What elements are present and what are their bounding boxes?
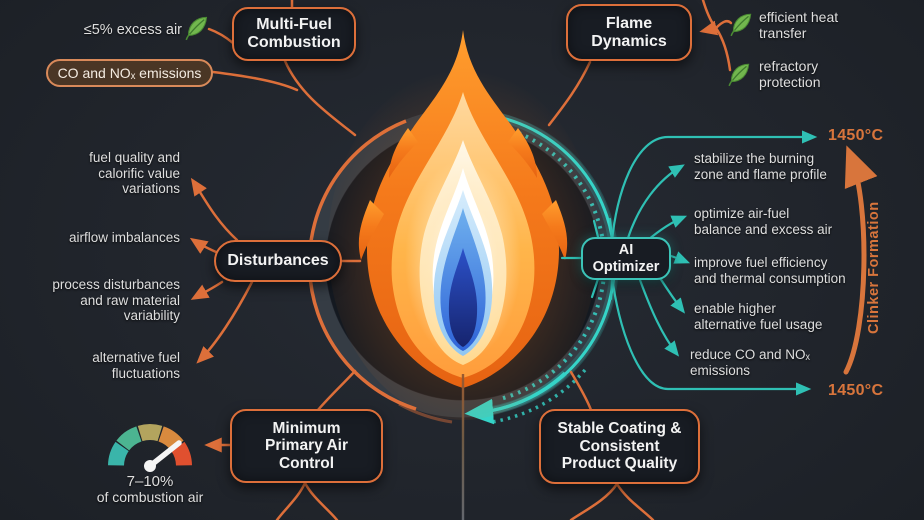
node-multi-fuel-combustion: Multi-Fuel Combustion <box>232 7 356 61</box>
divider-line <box>461 374 465 520</box>
leaf-icon <box>185 16 208 41</box>
item-line: calorific value <box>98 165 180 181</box>
item-line: enable higher <box>694 301 776 316</box>
benefit-refractory-protection: refractory protection <box>759 58 889 90</box>
node-label: AI <box>618 242 634 259</box>
benefit-line: protection <box>759 73 821 90</box>
item-line: airflow imbalances <box>68 230 180 245</box>
gauge-value: 7–10% <box>126 473 174 490</box>
item-line: stabilize the burning <box>694 151 815 166</box>
gauge-icon <box>108 424 192 472</box>
node-label: Consistent <box>579 437 660 455</box>
temperature-top: 1450°C <box>828 127 884 144</box>
item-line: fuel quality and <box>89 150 180 165</box>
node-minimum-primary-air-control: Minimum Primary Air Control <box>230 409 383 483</box>
item-line: alternative fuel <box>92 350 180 365</box>
node-flame-dynamics: Flame Dynamics <box>566 4 692 61</box>
ai-output-enable: enable higher alternative fuel usage <box>694 301 869 332</box>
item-line: balance and excess air <box>694 221 833 237</box>
node-label: Combustion <box>247 34 341 51</box>
gauge-needle <box>147 440 182 469</box>
disturbance-fuel-quality: fuel quality and calorific value variati… <box>30 150 180 197</box>
excess-air-label: ≤5% excess air <box>83 22 182 38</box>
emissions-pill: CO and NOₓ emissions <box>46 59 213 87</box>
item-line: variations <box>122 181 180 196</box>
node-disturbances: Disturbances <box>214 240 342 282</box>
disturbance-process: process disturbances and raw material va… <box>20 277 180 324</box>
item-line: variability <box>123 308 180 323</box>
ai-output-reduce: reduce CO and NOₓ emissions <box>690 347 865 378</box>
item-line: emissions <box>690 362 751 378</box>
leaf-icon <box>730 13 752 37</box>
benefit-heat-transfer: efficient heat transfer <box>759 9 889 41</box>
node-label: Stable Coating & <box>557 420 682 438</box>
node-ai-optimizer: AI Optimizer <box>581 237 671 280</box>
teal-connectors <box>560 130 818 396</box>
benefit-line: efficient heat <box>759 9 839 25</box>
leaf-icon <box>728 63 750 87</box>
benefit-line: refractory <box>759 58 819 74</box>
node-label: Primary Air <box>265 437 348 455</box>
ai-output-improve: improve fuel efficiency and thermal cons… <box>694 255 869 286</box>
node-label: Dynamics <box>591 32 667 50</box>
item-line: improve fuel efficiency <box>694 255 828 270</box>
node-label: Flame <box>605 14 653 32</box>
node-label: Minimum <box>272 419 341 437</box>
ai-output-optimize: optimize air-fuel balance and excess air <box>694 206 869 237</box>
item-line: process disturbances <box>52 277 180 292</box>
item-line: zone and flame profile <box>694 166 827 182</box>
node-stable-coating-product-quality: Stable Coating & Consistent Product Qual… <box>539 409 700 484</box>
item-line: reduce CO and NOₓ <box>690 347 810 362</box>
item-line: and raw material <box>80 292 180 308</box>
temperature-bottom: 1450°C <box>828 382 884 399</box>
item-line: and thermal consumption <box>694 270 846 286</box>
node-label: Product Quality <box>561 455 678 473</box>
node-label: Control <box>278 454 335 472</box>
disturbance-alt-fuel: alternative fuel fluctuations <box>20 350 180 381</box>
clinker-formation-label: Clinker Formation <box>866 201 882 334</box>
orange-connectors <box>189 0 733 520</box>
flame-illustration <box>328 30 598 420</box>
ai-output-stabilize: stabilize the burning zone and flame pro… <box>694 151 869 182</box>
item-line: optimize air-fuel <box>694 206 790 221</box>
node-label: Disturbances <box>227 252 329 270</box>
gauge-caption: of combustion air <box>96 489 204 505</box>
clinker-formation-arrow <box>843 145 878 375</box>
item-line: fluctuations <box>111 365 180 381</box>
node-label: Optimizer <box>592 258 660 275</box>
item-line: alternative fuel usage <box>694 316 823 332</box>
benefit-line: transfer <box>759 24 807 41</box>
disturbance-airflow: airflow imbalances <box>20 230 180 246</box>
node-label: Multi-Fuel <box>256 16 332 34</box>
